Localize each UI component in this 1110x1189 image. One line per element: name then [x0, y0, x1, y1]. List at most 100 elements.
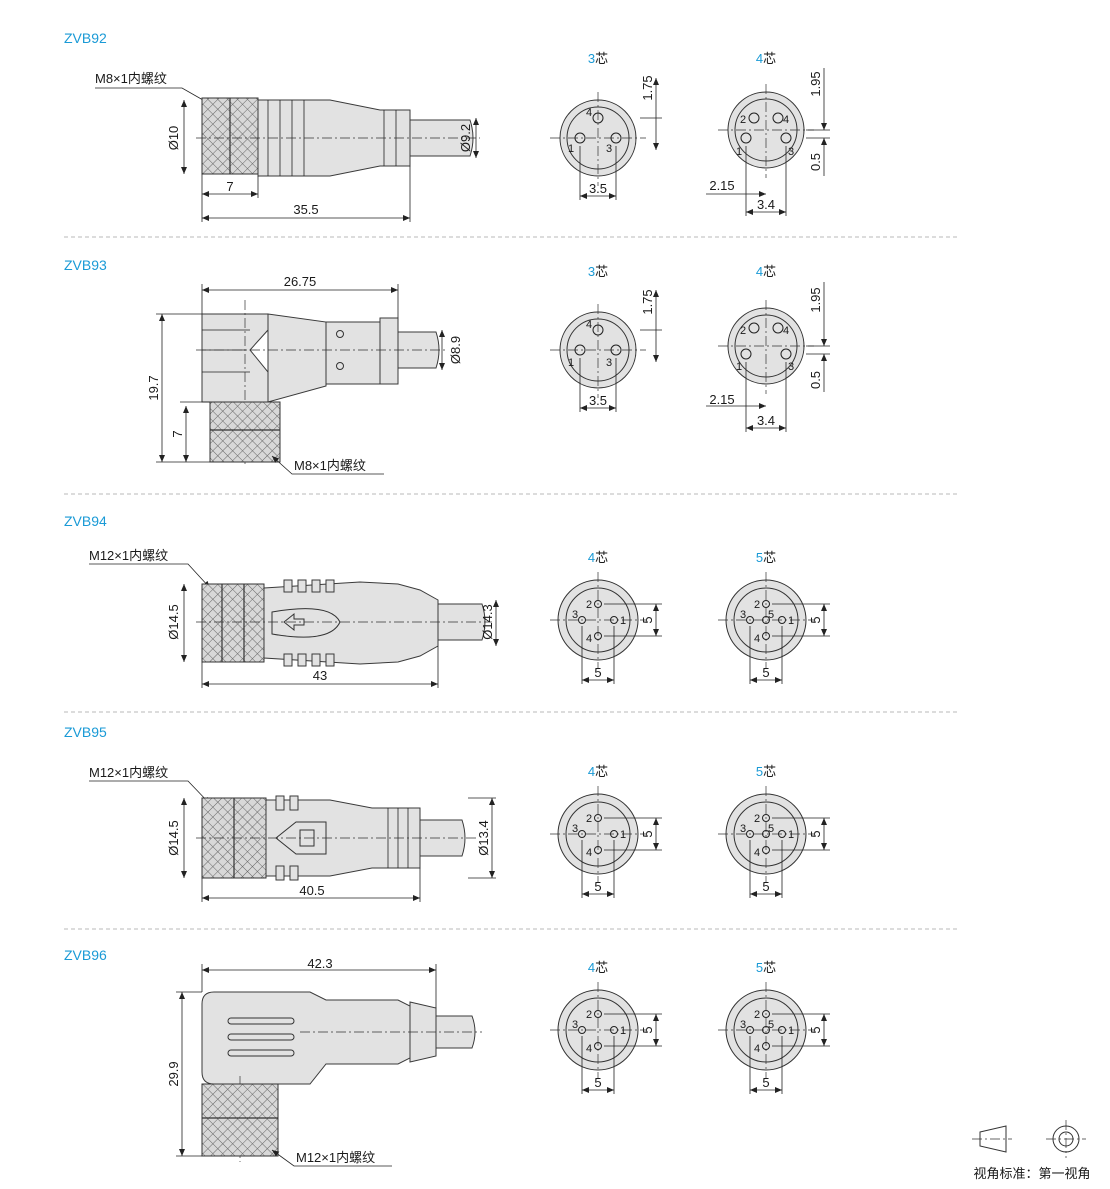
pin-label: 3 — [572, 609, 578, 621]
pin-label: 3 — [788, 146, 794, 158]
pin-label: 1 — [568, 143, 574, 155]
core-count-label: 4芯 — [588, 960, 608, 975]
model-label: ZVB93 — [64, 257, 107, 273]
dim-nut-diameter: Ø14.5 — [166, 820, 181, 855]
projection-cone-icon — [972, 1125, 1012, 1153]
dim-pin-spacing-h: 5 — [762, 1075, 769, 1090]
pin-label: 3 — [572, 1019, 578, 1031]
dim-pin-spacing: 3.5 — [589, 181, 607, 196]
section-zvb95: ZVB95 M12×1内螺纹 Ø14.5 40.5 Ø13.4 4芯 — [64, 724, 830, 902]
thread-label: M8×1内螺纹 — [294, 458, 366, 473]
dim-pin-spacing-h: 5 — [762, 879, 769, 894]
model-label: ZVB92 — [64, 30, 107, 46]
pin-label: 5 — [768, 1019, 774, 1031]
pin-label: 3 — [740, 1019, 746, 1031]
pin-label: 4 — [754, 1043, 760, 1055]
dim-pin-spacing: 3.4 — [757, 197, 775, 212]
dim-pin-spacing-h: 5 — [594, 1075, 601, 1090]
pin-label: 4 — [586, 847, 592, 859]
pin-label: 2 — [740, 325, 746, 337]
pin-label: 3 — [606, 143, 612, 155]
dim-pin-offset-small: 0.5 — [808, 371, 823, 389]
dim-pin-spacing-v: 5 — [640, 1026, 655, 1033]
dim-pin-offset: 1.95 — [808, 71, 823, 96]
pin-label: 4 — [586, 633, 592, 645]
core-count-label: 4芯 — [756, 51, 776, 66]
dim-pin-spacing-v: 5 — [640, 616, 655, 623]
dim-cable-diameter: Ø8.9 — [448, 336, 463, 364]
section-zvb93: ZVB93 26.75 19.7 7 Ø8.9 M8×1内螺纹 3芯 — [64, 257, 830, 475]
thread-label: M12×1内螺纹 — [89, 548, 168, 563]
thread-label: M12×1内螺纹 — [296, 1150, 375, 1165]
model-label: ZVB96 — [64, 947, 107, 963]
dim-length: 43 — [313, 668, 327, 683]
pin-label: 2 — [586, 813, 592, 825]
pin-label: 5 — [768, 823, 774, 835]
dim-nut-length: 7 — [170, 430, 185, 437]
core-count-label: 4芯 — [588, 764, 608, 779]
pin-label: 1 — [620, 829, 626, 841]
projection-symbol: 视角标准：第一视角 — [972, 1120, 1091, 1181]
pin-label: 4 — [754, 847, 760, 859]
core-count-label: 3芯 — [588, 51, 608, 66]
dim-pin-offset: 1.75 — [640, 289, 655, 314]
dim-pin-spacing-v: 5 — [808, 1026, 823, 1033]
dim-height: 19.7 — [146, 375, 161, 400]
pin-label: 1 — [788, 615, 794, 627]
pin-label: 3 — [606, 357, 612, 369]
pin-label: 2 — [754, 813, 760, 825]
projection-circle-icon — [1046, 1120, 1086, 1158]
model-label: ZVB94 — [64, 513, 107, 529]
thread-label: M8×1内螺纹 — [95, 71, 167, 86]
dim-pin-spacing-h: 5 — [762, 665, 769, 680]
pin-label: 2 — [754, 1009, 760, 1021]
pin-label: 1 — [568, 357, 574, 369]
dim-cable-diameter: Ø13.4 — [476, 820, 491, 855]
core-count-label: 5芯 — [756, 550, 776, 565]
pin-label: 1 — [788, 1025, 794, 1037]
dim-pin-spacing: 3.4 — [757, 413, 775, 428]
dim-nut-diameter: Ø14.5 — [166, 604, 181, 639]
pin-label: 3 — [740, 823, 746, 835]
dim-pin-spacing-v: 5 — [808, 830, 823, 837]
pin-label: 4 — [586, 107, 592, 119]
pin-label: 4 — [586, 1043, 592, 1055]
pin-label: 3 — [788, 361, 794, 373]
core-count-label: 5芯 — [756, 960, 776, 975]
dim-height: 29.9 — [166, 1061, 181, 1086]
pin-label: 1 — [736, 361, 742, 373]
dim-pin-spacing-h: 5 — [594, 879, 601, 894]
pin-label: 3 — [572, 823, 578, 835]
section-zvb94: ZVB94 M12×1内螺纹 Ø14.5 43 Ø14.3 4芯 — [64, 513, 830, 688]
pin-label: 1 — [788, 829, 794, 841]
dim-pin-spacing-v: 5 — [640, 830, 655, 837]
pin-label: 2 — [740, 114, 746, 126]
dim-pin-offset: 1.95 — [808, 287, 823, 312]
dim-pin-spacing-h: 5 — [594, 665, 601, 680]
pin-label: 2 — [586, 599, 592, 611]
dim-nut-length: 7 — [226, 179, 233, 194]
section-zvb92: ZVB92 M8×1内螺纹 Ø10 7 35.5 Ø9.2 3芯 — [64, 30, 830, 222]
thread-label: M12×1内螺纹 — [89, 765, 168, 780]
section-zvb96: ZVB96 42.3 29.9 M12×1内螺纹 4芯 2 3 1 4 — [64, 947, 830, 1167]
model-label: ZVB95 — [64, 724, 107, 740]
projection-label: 视角标准：第一视角 — [973, 1166, 1090, 1181]
pin-label: 4 — [783, 114, 789, 126]
dim-length: 26.75 — [284, 274, 317, 289]
pin-label: 4 — [754, 633, 760, 645]
core-count-label: 3芯 — [588, 264, 608, 279]
core-count-label: 4芯 — [756, 264, 776, 279]
pin-label: 2 — [586, 1009, 592, 1021]
core-count-label: 5芯 — [756, 764, 776, 779]
dim-half-spacing: 2.15 — [709, 178, 734, 193]
dim-cable-diameter: Ø9.2 — [458, 124, 473, 152]
dim-pin-offset-small: 0.5 — [808, 153, 823, 171]
pin-label: 4 — [783, 325, 789, 337]
dim-length: 35.5 — [293, 202, 318, 217]
pin-label: 1 — [736, 146, 742, 158]
pin-label: 5 — [768, 609, 774, 621]
dim-length: 40.5 — [299, 883, 324, 898]
dim-nut-diameter: Ø10 — [166, 126, 181, 151]
